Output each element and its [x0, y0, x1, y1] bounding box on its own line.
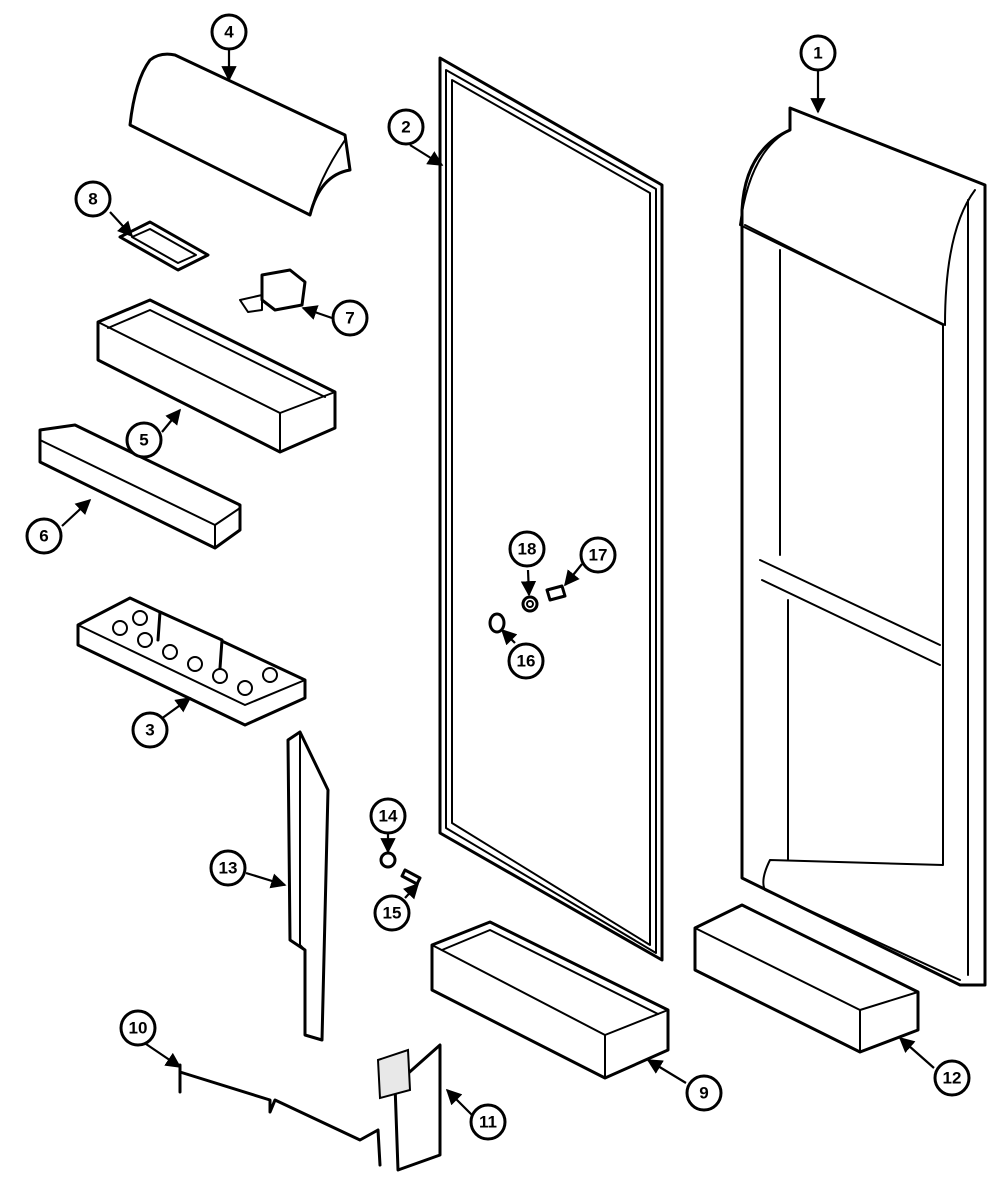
callout-16-label: 16 — [517, 652, 536, 671]
part-8-small-tray — [118, 220, 210, 272]
callout-3: 3 — [131, 711, 169, 749]
callout-18-label: 18 — [518, 540, 537, 559]
callout-11-label: 11 — [479, 1113, 497, 1132]
callout-8: 8 — [74, 180, 112, 218]
callout-7: 7 — [331, 299, 369, 337]
part-3-egg-tray — [76, 596, 307, 727]
part-1-door-liner — [739, 106, 987, 987]
part-11-panel — [376, 1043, 442, 1172]
callout-2: 2 — [387, 108, 425, 146]
part-13-trim — [286, 730, 330, 1042]
callout-17: 17 — [579, 536, 617, 574]
callout-14: 14 — [369, 797, 407, 835]
callout-8-label: 8 — [88, 190, 97, 209]
callout-9-label: 9 — [699, 1084, 708, 1103]
callout-4-label: 4 — [224, 23, 234, 42]
callout-14-label: 14 — [379, 807, 398, 826]
callout-9: 9 — [685, 1074, 723, 1112]
callout-6: 6 — [25, 517, 63, 555]
part-12-door-bin — [693, 903, 920, 1054]
callout-13-label: 13 — [219, 859, 238, 878]
callout-13: 13 — [209, 849, 247, 887]
callout-10: 10 — [119, 1009, 157, 1047]
part-9-door-bin — [430, 920, 670, 1080]
part-4-top-cover — [128, 52, 352, 217]
callout-3-label: 3 — [145, 721, 154, 740]
part-14-button — [379, 851, 397, 869]
callout-1-label: 1 — [813, 44, 822, 63]
callout-18: 18 — [508, 530, 546, 568]
part-10-wire — [178, 1063, 382, 1167]
callout-4: 4 — [210, 13, 248, 51]
callout-7-label: 7 — [345, 309, 354, 328]
callout-5-label: 5 — [139, 431, 148, 450]
part-5-door-bin — [96, 298, 337, 454]
callout-17-label: 17 — [589, 546, 608, 565]
part-2-door-gasket — [438, 56, 664, 962]
callout-10-label: 10 — [129, 1019, 148, 1038]
callout-11: 11 — [469, 1103, 507, 1141]
callout-6-label: 6 — [39, 527, 48, 546]
callout-5: 5 — [125, 421, 163, 459]
callout-15-label: 15 — [383, 904, 402, 923]
callout-15: 15 — [373, 894, 411, 932]
part-7-clip — [239, 268, 307, 313]
callout-16: 16 — [507, 642, 545, 680]
part-16-plug — [488, 612, 506, 634]
callout-12: 12 — [933, 1059, 971, 1097]
part-18-washer — [521, 595, 539, 613]
callout-2-label: 2 — [401, 118, 410, 137]
callout-1: 1 — [799, 34, 837, 72]
part-15-screw — [400, 868, 422, 886]
part-17-screw — [545, 584, 567, 602]
part-6-shelf-bar — [38, 423, 242, 550]
leader-lines — [61, 50, 935, 1116]
callout-12-label: 12 — [943, 1069, 962, 1088]
